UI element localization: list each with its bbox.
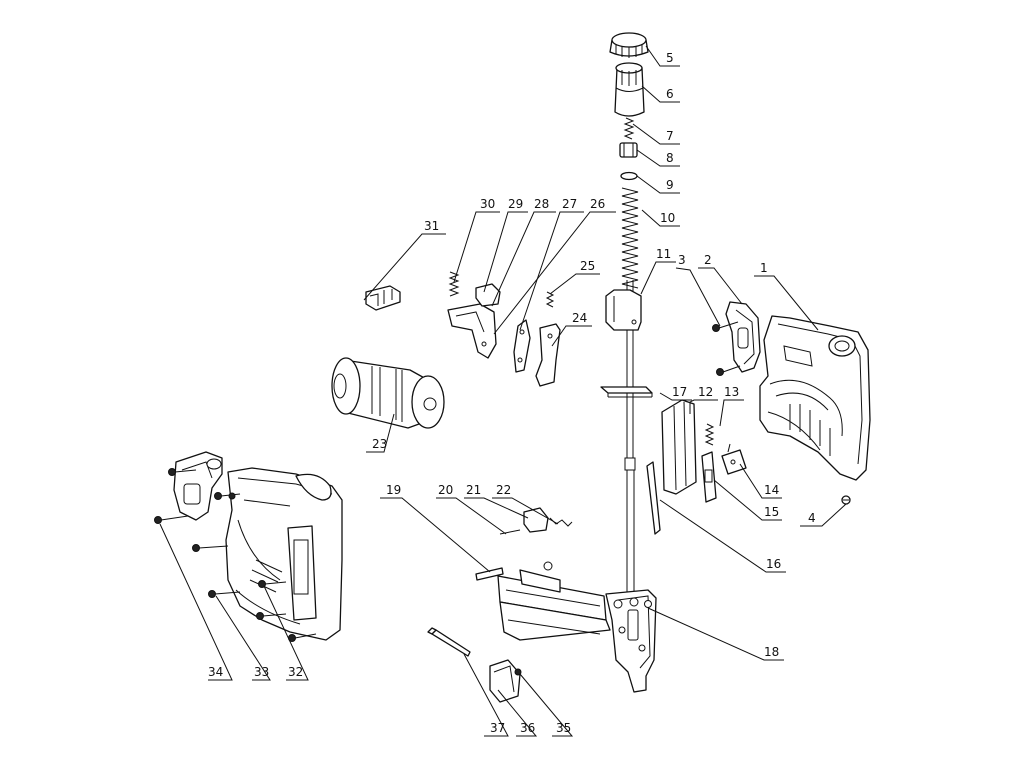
callout-33: 33 xyxy=(254,665,269,679)
callout-6: 6 xyxy=(666,87,674,101)
part-latch xyxy=(701,451,717,503)
part-lever-spring xyxy=(545,291,555,308)
part-motor xyxy=(331,357,445,429)
part-blade-strip xyxy=(646,461,661,535)
callout-32: 32 xyxy=(288,665,303,679)
callout-24: 24 xyxy=(572,311,587,325)
callout-37: 37 xyxy=(490,721,505,735)
part-side-cover xyxy=(725,301,761,373)
callout-5: 5 xyxy=(666,51,674,65)
callout-31: 31 xyxy=(424,219,439,233)
part-screws-housing xyxy=(712,321,741,376)
part-micro-switch xyxy=(721,443,747,475)
part-right-housing xyxy=(759,315,871,481)
callout-17: 17 xyxy=(672,385,687,399)
part-guard-screw xyxy=(514,668,522,676)
part-cylinder-block xyxy=(605,289,642,331)
part-main-frame xyxy=(497,561,657,693)
part-knob xyxy=(609,32,649,58)
part-trigger-spring xyxy=(448,271,460,297)
part-small-screw xyxy=(841,495,851,505)
leader-lines xyxy=(159,45,847,737)
part-safety-lever xyxy=(535,323,561,387)
callout-19: 19 xyxy=(386,483,401,497)
part-channel-rail xyxy=(661,399,697,495)
callout-10: 10 xyxy=(660,211,675,225)
part-pin xyxy=(475,567,504,581)
part-knob-sleeve xyxy=(614,62,645,117)
callout-16: 16 xyxy=(766,557,781,571)
callout-22: 22 xyxy=(496,483,511,497)
part-screws-left xyxy=(154,468,317,642)
callout-34: 34 xyxy=(208,665,223,679)
callout-2: 2 xyxy=(704,253,712,267)
callout-12: 12 xyxy=(698,385,713,399)
callout-9: 9 xyxy=(666,178,674,192)
part-left-housing xyxy=(225,467,343,641)
part-main-spring xyxy=(621,187,639,289)
callout-labels: 5 6 7 8 9 10 11 3 2 1 17 12 13 14 15 4 1… xyxy=(208,51,816,735)
callout-29: 29 xyxy=(508,197,523,211)
callout-20: 20 xyxy=(438,483,453,497)
callout-25: 25 xyxy=(580,259,595,273)
callout-11: 11 xyxy=(656,247,671,261)
part-bracket xyxy=(365,285,401,311)
part-plate xyxy=(600,386,653,398)
callout-35: 35 xyxy=(556,721,571,735)
part-trigger-bracket xyxy=(447,303,497,359)
callout-26: 26 xyxy=(590,197,605,211)
callout-36: 36 xyxy=(520,721,535,735)
part-lever xyxy=(513,319,531,373)
callout-27: 27 xyxy=(562,197,577,211)
callout-23: 23 xyxy=(372,437,387,451)
callout-3: 3 xyxy=(678,253,686,267)
callout-21: 21 xyxy=(466,483,481,497)
callout-30: 30 xyxy=(480,197,495,211)
part-nut xyxy=(619,142,638,158)
callout-13: 13 xyxy=(724,385,739,399)
part-small-spring xyxy=(623,117,635,140)
callout-28: 28 xyxy=(534,197,549,211)
part-latch-spring xyxy=(704,423,715,446)
callout-7: 7 xyxy=(666,129,674,143)
callout-15: 15 xyxy=(764,505,779,519)
callout-18: 18 xyxy=(764,645,779,659)
part-handle-cap xyxy=(173,451,223,521)
part-ring xyxy=(620,171,638,181)
part-tip-guard xyxy=(489,659,521,703)
callout-14: 14 xyxy=(764,483,779,497)
part-small-assembly xyxy=(499,507,573,535)
callout-4: 4 xyxy=(808,511,816,525)
part-hex-key xyxy=(427,627,471,657)
callout-1: 1 xyxy=(760,261,768,275)
callout-8: 8 xyxy=(666,151,674,165)
